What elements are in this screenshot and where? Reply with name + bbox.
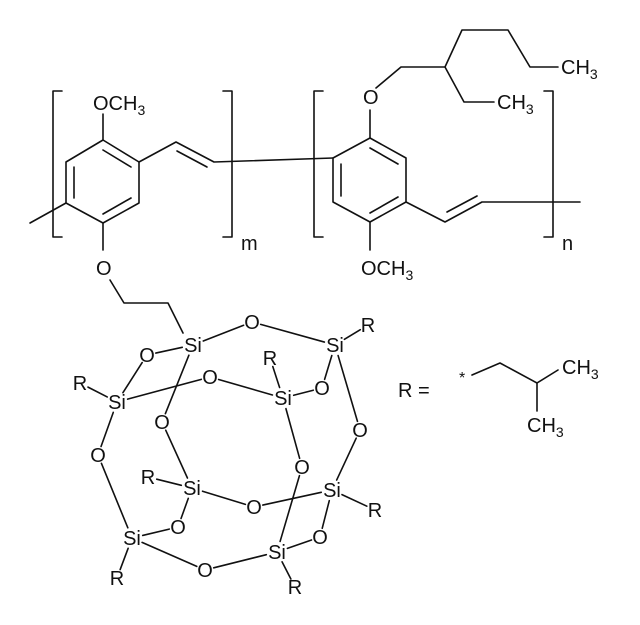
ethyl-branch (444, 66, 495, 103)
r-group: R (141, 467, 155, 489)
ring-m-double (102, 149, 132, 168)
cage-bond (341, 493, 368, 508)
cage-bond (335, 437, 357, 481)
cage-bond (292, 389, 315, 397)
cage-bond (119, 547, 129, 571)
ring-n-double (369, 147, 399, 165)
r-definition-label: R = (398, 380, 430, 402)
ethylene-spacer (109, 279, 184, 334)
cage-bond (141, 541, 198, 568)
cage-bond (281, 560, 292, 580)
isobutyl-chain (471, 362, 559, 384)
cage-bond (164, 354, 190, 415)
oxygen-atom: O (154, 412, 170, 434)
oxygen-atom: O (170, 517, 186, 539)
bonds (29, 29, 581, 412)
oxygen-atom: O (202, 367, 218, 389)
ether-o-m: O (96, 258, 112, 280)
cage-bond (87, 386, 109, 398)
cage-bond (261, 491, 323, 506)
r-group: R (263, 348, 277, 370)
oxygen-atom: O (139, 345, 155, 367)
silicon-atom: Si (274, 388, 292, 410)
silicon-atom: Si (323, 480, 341, 502)
methoxy-label-m: OCH3 (93, 93, 145, 118)
silicon-atom: Si (184, 335, 202, 357)
r-ch3-top: CH3 (562, 357, 599, 382)
bracket-n-right (543, 90, 554, 238)
silicon-atom: Si (183, 478, 201, 500)
r-group: R (110, 568, 124, 590)
cage-bond (100, 462, 129, 529)
r-group: R (288, 577, 302, 599)
cage-bond (343, 328, 362, 341)
cage-bond (217, 378, 274, 396)
cage-bond (126, 378, 203, 400)
cage-bond (180, 497, 190, 520)
cage-bond (141, 528, 171, 537)
oxygen-atom: O (352, 420, 368, 442)
oxygen-atom: O (244, 312, 260, 334)
cage-bond (285, 407, 301, 460)
cage-bond (323, 354, 333, 381)
hexyl-ch3-label: CH3 (561, 57, 598, 82)
repeat-label-m: m (241, 233, 258, 255)
ring-n (332, 137, 407, 223)
attachment-point: * (459, 370, 465, 387)
cage-bond (321, 499, 331, 530)
oxygen-atom: O (314, 378, 330, 400)
silicon-atom: Si (326, 335, 344, 357)
repeat-label-n: n (562, 233, 573, 255)
oxygen-atom: O (312, 527, 328, 549)
bracket-m-left (52, 90, 63, 238)
cage-bond (122, 361, 143, 394)
methoxy-label-n: OCH3 (361, 258, 413, 283)
cage-bond (279, 474, 301, 543)
ring-m-double (102, 197, 132, 215)
vinylene-m-double (176, 150, 208, 168)
ether-o-n: O (363, 87, 379, 109)
vinylene-n (405, 201, 581, 223)
cage-bond (154, 346, 184, 354)
ethylhexyl-chain (375, 29, 559, 89)
r-group: R (361, 315, 375, 337)
cage-bond (201, 490, 247, 506)
vinylene-m (138, 141, 334, 163)
oxygen-atom: O (197, 560, 213, 582)
cage-bond (202, 324, 245, 342)
r-group: R (368, 500, 382, 522)
oxygen-atom: O (90, 445, 106, 467)
cage-bond (286, 539, 313, 550)
vinylene-n-double (446, 195, 478, 213)
silicon-atom: Si (268, 542, 286, 564)
r-group: R (73, 373, 87, 395)
bracket-m-right (222, 90, 233, 238)
ring-m (65, 139, 140, 224)
r-ch3-bottom: CH3 (527, 415, 564, 440)
bracket-n-left (313, 90, 324, 238)
silicon-atom: Si (123, 528, 141, 550)
cage-bond (164, 429, 189, 479)
cage-bond (212, 553, 268, 569)
cage-bond (155, 478, 183, 487)
cage-bond (337, 354, 359, 423)
ring-n-double (369, 196, 399, 214)
ethyl-ch3-label: CH3 (497, 92, 534, 117)
oxygen-atom: O (246, 497, 262, 519)
end-bond (29, 202, 67, 224)
cage-bond (259, 323, 326, 343)
cage-bond (100, 411, 115, 448)
cage-bond (271, 365, 281, 389)
silicon-atom: Si (108, 392, 126, 414)
oxygen-atom: O (294, 457, 310, 479)
